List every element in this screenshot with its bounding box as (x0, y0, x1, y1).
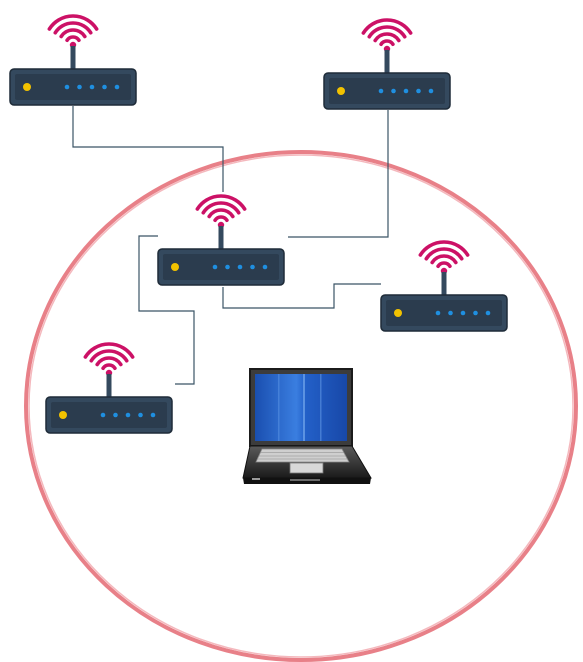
antenna (218, 226, 224, 250)
status-led (125, 412, 131, 418)
router-panel (329, 78, 445, 104)
router-right[interactable] (380, 240, 508, 332)
status-led (250, 264, 255, 270)
power-led (171, 263, 179, 271)
status-led (403, 88, 409, 94)
power-led (23, 83, 31, 91)
power-led (394, 309, 402, 317)
status-led (391, 88, 396, 94)
status-led (114, 84, 120, 90)
status-led (237, 264, 243, 270)
status-led (64, 84, 70, 90)
status-led (102, 84, 107, 90)
network-links (72, 106, 389, 385)
status-led (212, 264, 218, 270)
link-top-left-to-center (72, 106, 224, 192)
status-led (378, 88, 384, 94)
antenna (106, 374, 112, 398)
status-led (473, 310, 478, 316)
status-led (485, 310, 491, 316)
status-led (113, 412, 118, 418)
link-top-right-to-center (288, 110, 389, 238)
router-panel (51, 402, 167, 428)
antenna (70, 46, 76, 70)
status-led (150, 412, 156, 418)
routers (9, 14, 508, 434)
antenna (384, 50, 390, 74)
status-led (460, 310, 466, 316)
wifi-signal-icon (418, 240, 470, 275)
router-top-right[interactable] (323, 18, 451, 110)
antenna (441, 272, 447, 296)
status-led (435, 310, 441, 316)
wifi-signal-icon (361, 18, 413, 53)
status-led (77, 84, 82, 90)
status-led (262, 264, 268, 270)
status-led (448, 310, 453, 316)
router-top-left[interactable] (9, 14, 137, 106)
link-center-to-right (222, 283, 381, 309)
status-led (416, 88, 421, 94)
router-center[interactable] (157, 194, 285, 286)
status-led (428, 88, 434, 94)
link-center-to-left (138, 235, 195, 385)
router-panel (386, 300, 502, 326)
status-led (225, 264, 230, 270)
router-panel (163, 254, 279, 280)
power-led (59, 411, 67, 419)
wifi-signal-icon (83, 342, 135, 377)
status-led (138, 412, 143, 418)
power-led (337, 87, 345, 95)
status-led (100, 412, 106, 418)
wifi-signal-icon (47, 14, 99, 49)
laptop-icon[interactable] (242, 368, 372, 484)
router-left[interactable] (45, 342, 173, 434)
wifi-signal-icon (195, 194, 247, 229)
coverage-circle (24, 150, 578, 662)
status-led (89, 84, 95, 90)
router-panel (15, 74, 131, 100)
